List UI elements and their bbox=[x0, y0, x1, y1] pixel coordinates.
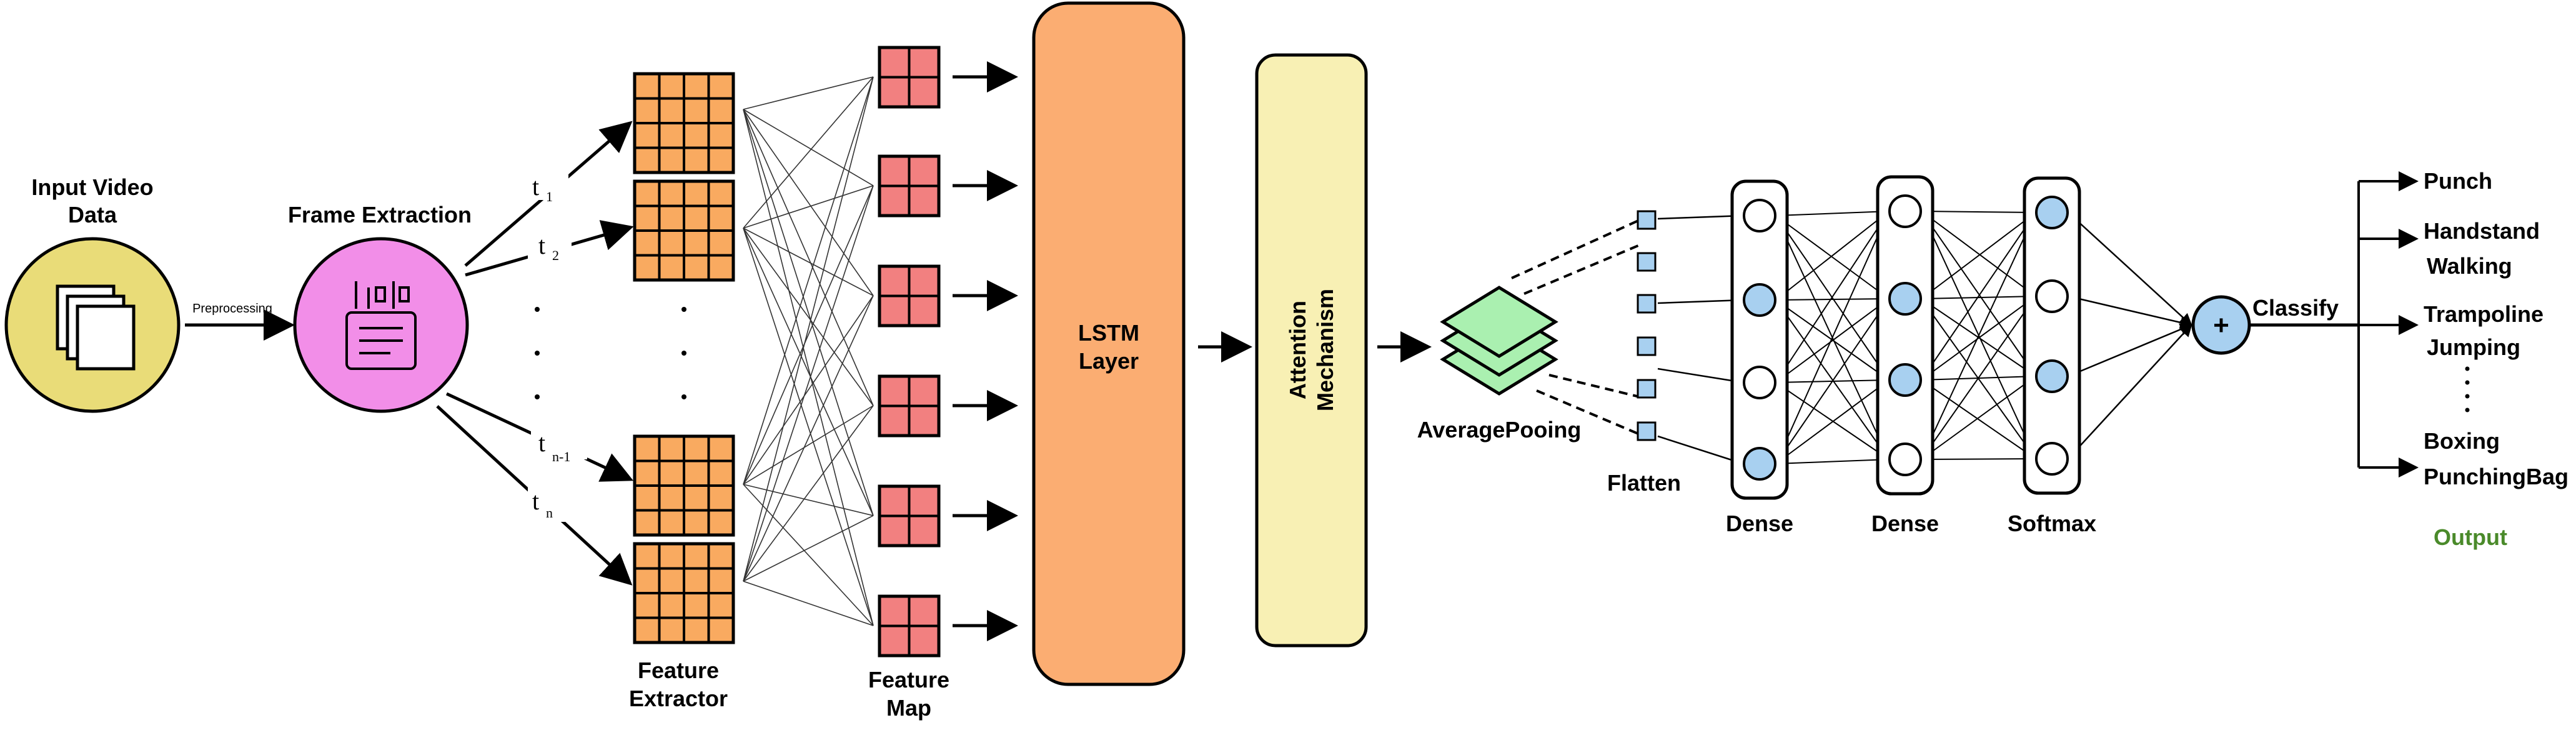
flatten-square-4 bbox=[1637, 336, 1657, 356]
input-label-line1: Input Video bbox=[31, 174, 153, 200]
dense-column-2 bbox=[1876, 175, 1934, 496]
tn-sub: n bbox=[546, 505, 553, 521]
time-ellipsis bbox=[535, 307, 540, 399]
pooling-label: AveragePooing bbox=[1417, 417, 1582, 442]
output-item-2-line2: Walking bbox=[2427, 253, 2512, 279]
extractor-grid-3 bbox=[633, 434, 735, 537]
tn1-sub: n-1 bbox=[552, 449, 570, 464]
time-step-labels: t 1 t 2 t n-1 t n bbox=[525, 169, 587, 522]
pooling-dashed-lines bbox=[1511, 219, 1640, 436]
dense-connections bbox=[1657, 206, 2193, 465]
feature-extractor-grids bbox=[633, 72, 735, 644]
extractor-label-line2: Extractor bbox=[629, 686, 728, 711]
attention-box bbox=[1255, 53, 1368, 648]
lstm-label-line2: Layer bbox=[1079, 348, 1139, 374]
neuron bbox=[2035, 442, 2069, 476]
dense-columns bbox=[1730, 175, 2081, 500]
extractor-grid-1 bbox=[633, 72, 735, 174]
flatten-square-3 bbox=[1637, 294, 1657, 314]
plus-icon: + bbox=[2213, 310, 2229, 341]
input-video-node: Input Video Data bbox=[4, 174, 181, 413]
extractor-ellipsis bbox=[681, 307, 686, 399]
flatten-square-5 bbox=[1637, 379, 1657, 399]
flatten-square-1 bbox=[1637, 210, 1657, 230]
neuron bbox=[1888, 282, 1922, 316]
neuron bbox=[1888, 194, 1922, 228]
neuron bbox=[1743, 283, 1776, 317]
preprocessing-label: Preprocessing bbox=[192, 302, 272, 316]
feature-map-grids bbox=[878, 46, 941, 658]
dense2-label: Dense bbox=[1871, 511, 1939, 536]
binary-document-icon bbox=[345, 281, 417, 370]
flatten-square-6 bbox=[1637, 421, 1657, 441]
output-ellipsis bbox=[2465, 366, 2470, 412]
neuron bbox=[2035, 279, 2069, 313]
frame-extraction-node: Frame Extraction bbox=[288, 202, 472, 413]
neuron bbox=[1743, 199, 1776, 232]
feature-map-2 bbox=[878, 154, 941, 218]
feature-map-1 bbox=[878, 46, 941, 109]
feature-map-5 bbox=[878, 484, 941, 548]
softmax-label: Softmax bbox=[2008, 511, 2096, 536]
lstm-label-line1: LSTM bbox=[1078, 320, 1139, 346]
flatten-square-2 bbox=[1637, 252, 1657, 272]
lstm-box bbox=[1032, 1, 1186, 686]
dense1-label: Dense bbox=[1726, 511, 1793, 536]
output-bracket bbox=[2357, 171, 2419, 478]
neuron bbox=[1743, 366, 1776, 399]
neuron bbox=[1888, 363, 1922, 397]
extractor-grid-2 bbox=[633, 179, 735, 282]
input-label-line2: Data bbox=[68, 202, 117, 228]
video-frames-icon bbox=[56, 284, 136, 371]
flatten-label: Flatten bbox=[1607, 470, 1681, 496]
feature-map-6 bbox=[878, 594, 941, 658]
frame-extraction-label: Frame Extraction bbox=[288, 202, 472, 228]
classify-node: + bbox=[2191, 295, 2251, 355]
feature-map-arrows bbox=[953, 61, 1018, 641]
feature-map-4 bbox=[878, 374, 941, 438]
output-item-1: Punch bbox=[2424, 168, 2492, 194]
output-item-4-line1: Boxing bbox=[2424, 428, 2500, 454]
average-pooling-icon bbox=[1440, 286, 1558, 396]
neuron bbox=[2035, 196, 2069, 229]
frame-extraction-circle bbox=[293, 237, 469, 413]
output-item-4-line2: PunchingBag bbox=[2424, 464, 2569, 489]
classify-label: Classify bbox=[2252, 295, 2339, 321]
output-title: Output bbox=[2434, 524, 2507, 550]
dense-column-3 bbox=[2023, 176, 2081, 495]
extractor-grid-4 bbox=[633, 542, 735, 644]
neuron bbox=[1888, 442, 1922, 476]
t1-sub: 1 bbox=[546, 189, 553, 204]
output-item-3-line2: Jumping bbox=[2427, 334, 2520, 360]
attention-mechanism: Attention Mechanism bbox=[1255, 53, 1368, 648]
feature-map-3 bbox=[878, 264, 941, 328]
featuremap-label-line1: Feature bbox=[868, 667, 949, 692]
t2-sub: 2 bbox=[552, 248, 559, 263]
extractor-to-map-connections bbox=[743, 76, 874, 626]
t1-label: t bbox=[532, 172, 539, 201]
dense-column-1 bbox=[1730, 179, 1789, 500]
featuremap-label-line2: Map bbox=[886, 695, 931, 721]
neuron bbox=[2035, 359, 2069, 393]
tn1-label: t bbox=[538, 429, 545, 457]
output-labels: Punch Handstand Walking Trampoline Jumpi… bbox=[2424, 168, 2569, 489]
extractor-label-line1: Feature bbox=[638, 658, 719, 683]
flatten-squares bbox=[1637, 210, 1657, 441]
output-item-3-line1: Trampoline bbox=[2424, 301, 2544, 327]
tn-label: t bbox=[532, 487, 539, 515]
output-item-2-line1: Handstand bbox=[2424, 218, 2540, 244]
neuron bbox=[1743, 447, 1776, 481]
t2-label: t bbox=[538, 231, 545, 259]
attention-label-line1: Attention bbox=[1285, 301, 1310, 399]
lstm-layer: LSTM Layer bbox=[1032, 1, 1186, 686]
attention-label-line2: Mechanism bbox=[1312, 289, 1338, 411]
